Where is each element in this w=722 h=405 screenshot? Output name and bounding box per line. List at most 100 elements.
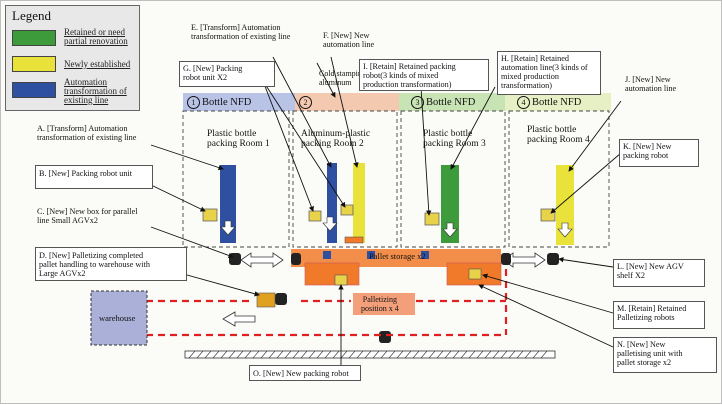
room2-header: 2 xyxy=(299,96,314,109)
conveyor-block-2 xyxy=(367,251,375,259)
conveyor-double-arrow-left xyxy=(240,252,284,268)
agv-shelf-1 xyxy=(547,253,559,265)
callout-M: M. [Retain] Retained Palletizing robots xyxy=(613,301,705,329)
room3-number: 3 xyxy=(411,96,424,109)
leader-G2 xyxy=(262,80,346,208)
floor-bar xyxy=(184,350,556,359)
leader-F xyxy=(330,56,359,168)
down-arrow-room2 xyxy=(322,216,338,232)
large-agv-1 xyxy=(275,293,287,305)
pallet-storage-label: Pallet storage x2 xyxy=(369,251,426,261)
palletizing-area-left xyxy=(304,262,360,286)
callout-D: D. [New] Palletizing completed pallet ha… xyxy=(35,247,187,281)
down-arrow-room3 xyxy=(442,222,458,238)
line-room2-yellow xyxy=(353,163,365,243)
callout-N: N. [New] New palletising unit with palle… xyxy=(613,337,717,373)
room4-header-label: Bottle NFD xyxy=(532,97,582,108)
leader-C xyxy=(150,226,234,258)
legend-swatch-automation xyxy=(12,82,56,98)
legend: Legend Retained or need partial renovati… xyxy=(5,5,140,111)
room1-header-label: Bottle NFD xyxy=(202,97,252,108)
room4-boundary xyxy=(508,110,610,248)
callout-E: E. [Transform] Automation transformation… xyxy=(191,23,291,41)
small-agv-1 xyxy=(229,253,241,265)
callout-K: K. [New] New packing robot xyxy=(619,139,699,167)
room1-boundary xyxy=(182,110,290,248)
room4-number: 4 xyxy=(517,96,530,109)
legend-label-retained: Retained or need partial renovation xyxy=(64,27,128,46)
room1-header-band xyxy=(183,93,295,111)
legend-swatch-retained xyxy=(12,30,56,46)
callout-G: G. [New] Packing robot unit X2 xyxy=(179,61,275,87)
leader-I xyxy=(420,86,432,216)
room1-name: Plastic bottle packing Room 1 xyxy=(207,129,270,149)
legend-title: Legend xyxy=(12,8,51,23)
room3-header-band xyxy=(399,93,505,111)
packing-robot-room3 xyxy=(424,212,440,226)
leader-A xyxy=(150,144,224,171)
room3-name: Plastic bottle packing Room 3 xyxy=(423,129,486,149)
leader-G xyxy=(262,80,314,212)
callout-B: B. [New] Packing robot unit xyxy=(35,165,153,189)
room2-header-band xyxy=(295,93,399,111)
packing-robot-room2-a xyxy=(308,210,322,222)
pallet-conveyor xyxy=(291,249,501,267)
palletizing-robot-right xyxy=(468,268,482,280)
line-room4-yellow xyxy=(556,165,574,245)
packing-robot-room1 xyxy=(202,208,218,222)
down-arrow-room1 xyxy=(220,220,236,236)
cold-stamping-block xyxy=(344,236,364,244)
conveyor-double-arrow-right xyxy=(502,252,546,268)
leader-H xyxy=(450,86,496,170)
room4-header-band xyxy=(505,93,611,111)
room2-name: Aluminum-plastic packing Room 2 xyxy=(301,129,371,149)
down-arrow-room4 xyxy=(557,222,573,238)
callout-O: O. [New] New packing robot xyxy=(249,365,361,381)
callout-J: J. [New] New automation line xyxy=(625,75,677,93)
room4-name: Plastic bottle packing Room 4 xyxy=(527,125,590,145)
room1-number: 1 xyxy=(187,96,200,109)
small-agv-2 xyxy=(291,253,301,265)
leader-J xyxy=(568,100,622,172)
leader-B xyxy=(150,184,206,212)
palletizing-position-area xyxy=(353,293,415,315)
palletizing-position-label: Palletizing position x 4 xyxy=(361,295,399,313)
room2-number: 2 xyxy=(299,96,312,109)
legend-swatch-new xyxy=(12,56,56,72)
leader-N xyxy=(478,284,614,348)
room2-boundary xyxy=(292,110,398,248)
room3-boundary xyxy=(400,110,506,248)
line-room1-blue xyxy=(220,165,236,243)
conveyor-block-3 xyxy=(421,251,429,259)
line-room3-green xyxy=(441,165,459,243)
floor-hatching xyxy=(188,350,548,359)
line-room2-blue xyxy=(327,163,337,243)
leader-E xyxy=(272,56,332,168)
room3-header-label: Bottle NFD xyxy=(426,97,476,108)
conveyor-block-1 xyxy=(323,251,331,259)
warehouse-label: warehouse xyxy=(99,313,136,323)
completed-pallet xyxy=(256,292,276,308)
legend-label-automation: Automation transformation of existing li… xyxy=(64,77,127,105)
callout-L: L. [New] New AGV shelf X2 xyxy=(613,259,705,287)
callout-C: C. [New] New box for parallel line Small… xyxy=(37,207,138,225)
palletizing-robot-left xyxy=(334,274,348,286)
packing-robot-room2-b xyxy=(340,204,354,216)
large-agv-2 xyxy=(379,331,391,343)
callout-A: A. [Transform] Automation transformation… xyxy=(37,124,137,142)
legend-label-new: Newly established xyxy=(64,59,131,69)
callout-H: H. [Retain] Retained automation line(3 k… xyxy=(497,51,601,95)
cold-stamping-label: Cold stamping aluminum xyxy=(319,69,366,87)
agv-shelf-2 xyxy=(501,253,511,265)
warehouse-box xyxy=(90,290,148,346)
callout-F: F. [New] New automation line xyxy=(323,31,375,49)
leader-M xyxy=(482,273,614,314)
leader-K xyxy=(550,152,622,214)
leader-L xyxy=(558,256,614,268)
return-arrow xyxy=(222,311,256,327)
